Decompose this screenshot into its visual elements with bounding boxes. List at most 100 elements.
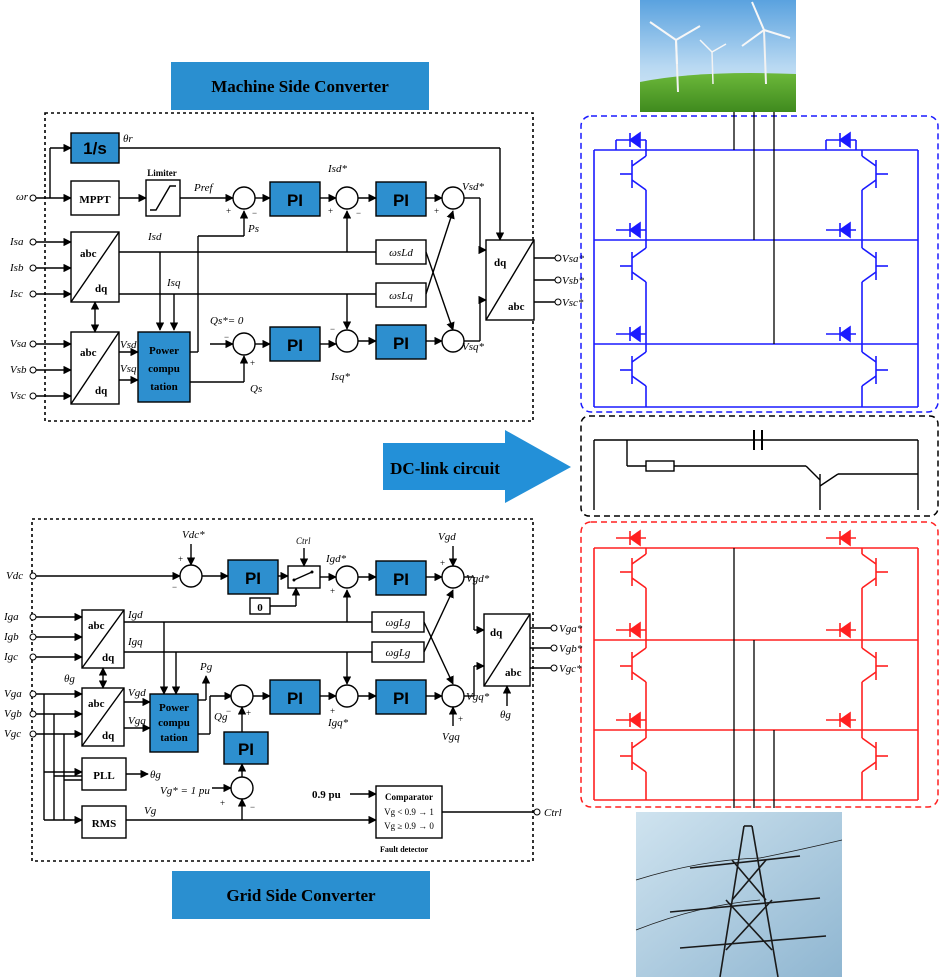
dc-link-title: DC-link circuit xyxy=(390,459,500,478)
v-sd-ref-label: Vsd* xyxy=(462,181,485,193)
svg-text:+: + xyxy=(434,206,439,216)
i-sq-ref-label: Isq* xyxy=(330,371,350,383)
v-gc-ref-label: Vgc* xyxy=(559,663,582,675)
theta-g-label-pll: θg xyxy=(150,769,161,781)
theta-g-label-in: θg xyxy=(64,673,75,685)
msc-pi-power: PI xyxy=(269,181,321,217)
v-g-ref-label: Vg* = 1 pu xyxy=(160,785,210,797)
svg-text:ωgLg: ωgLg xyxy=(386,647,411,659)
v-gb-label: Vgb xyxy=(4,708,22,720)
dq-abc-msc-block: dq abc xyxy=(485,239,535,321)
grid-side-bridge xyxy=(593,529,919,801)
gsc-pi-voltage: PI xyxy=(223,731,269,765)
i-gd-label: Igd xyxy=(127,609,143,621)
svg-text:dq: dq xyxy=(102,730,115,742)
msc-pi-reactive: PI xyxy=(269,326,321,362)
limiter-block xyxy=(145,179,181,217)
i-sd-ref-label: Isd* xyxy=(327,163,347,175)
cross-coupling-d: ωsLd xyxy=(375,239,427,265)
svg-text:MPPT: MPPT xyxy=(79,194,111,206)
i-sd-label: Isd xyxy=(147,231,162,243)
i-gq-label: Igq xyxy=(127,636,143,648)
machine-side-bridge xyxy=(593,131,919,408)
svg-text:abc: abc xyxy=(88,698,105,710)
svg-text:−: − xyxy=(330,324,335,334)
theta-g-label-out: θg xyxy=(500,709,511,721)
dc-link-arrow: DC-link circuit xyxy=(383,430,571,503)
abc-dq-voltage-block: abc dq xyxy=(70,331,120,405)
svg-text:−: − xyxy=(224,332,229,342)
svg-text:Vg < 0.9 → 1: Vg < 0.9 → 1 xyxy=(384,807,434,817)
svg-text:Power: Power xyxy=(159,702,189,714)
dc-link-circuit xyxy=(593,430,919,510)
svg-text:−: − xyxy=(226,706,231,716)
svg-text:ωsLd: ωsLd xyxy=(389,247,413,259)
p-g-label: Pg xyxy=(199,661,213,673)
svg-text:ωsLq: ωsLq xyxy=(389,290,413,302)
svg-text:dq: dq xyxy=(95,385,108,397)
gsc-abc-dq-current-block: abc dq xyxy=(81,609,125,669)
svg-text:compu: compu xyxy=(158,717,190,729)
abc-dq-current-block: abc dq xyxy=(70,231,120,303)
v-gq-ref-label: Vgq* xyxy=(466,691,490,703)
v-gd-top-label: Vgd xyxy=(438,531,456,543)
svg-text:abc: abc xyxy=(508,301,525,313)
i-sa-label: Isa xyxy=(9,236,24,248)
i-sb-label: Isb xyxy=(9,262,24,274)
svg-text:+: + xyxy=(458,714,463,724)
svg-text:RMS: RMS xyxy=(92,818,116,830)
q-s-label: Qs xyxy=(250,383,262,395)
theta-r-label: θr xyxy=(123,133,133,145)
v-g-label: Vg xyxy=(144,805,157,817)
svg-text:+: + xyxy=(246,708,251,718)
v-sq-label: Vsq xyxy=(120,363,137,375)
fault-detector-label: Fault detector xyxy=(380,845,429,854)
q-g-label: Qg xyxy=(214,711,228,723)
svg-text:Power: Power xyxy=(149,345,179,357)
svg-text:dq: dq xyxy=(102,652,115,664)
svg-text:PI: PI xyxy=(245,569,261,588)
gsc-abc-dq-voltage-block: abc dq xyxy=(81,687,125,747)
svg-text:+: + xyxy=(226,206,231,216)
sum-junction xyxy=(232,186,256,210)
v-sq-ref-label: Vsq* xyxy=(462,341,485,353)
machine-side-title: Machine Side Converter xyxy=(211,77,389,96)
v-gd-label: Vgd xyxy=(128,687,146,699)
svg-text:PI: PI xyxy=(393,570,409,589)
cross-coupling-q: ωsLq xyxy=(375,282,427,308)
p-s-label: Ps xyxy=(247,223,259,235)
svg-text:PI: PI xyxy=(287,689,303,708)
omega-r-label: ωr xyxy=(16,191,29,203)
rms-block: RMS xyxy=(81,805,127,839)
svg-text:+: + xyxy=(330,706,335,716)
svg-text:+: + xyxy=(178,554,183,564)
i-gc-label: Igc xyxy=(3,651,18,663)
svg-text:+: + xyxy=(250,358,255,368)
svg-text:1/s: 1/s xyxy=(83,139,107,158)
v-gq-bottom-label: Vgq xyxy=(442,731,460,743)
svg-text:−: − xyxy=(172,582,177,592)
gsc-pi-current-q: PI xyxy=(375,679,427,715)
v-sc-label: Vsc xyxy=(10,390,26,402)
svg-text:+: + xyxy=(328,206,333,216)
v-gc-label: Vgc xyxy=(4,728,21,740)
dc-link-frame xyxy=(580,415,939,517)
i-sc-label: Isc xyxy=(9,288,23,300)
svg-text:compu: compu xyxy=(148,363,180,375)
svg-text:−: − xyxy=(356,208,361,218)
svg-text:PI: PI xyxy=(287,336,303,355)
v-sb-ref-label: Vsb* xyxy=(562,275,585,287)
gsc-pi-reactive: PI xyxy=(269,679,321,715)
svg-text:+: + xyxy=(440,558,445,568)
integrator-block: 1/s xyxy=(70,132,120,164)
mppt-block: MPPT xyxy=(70,180,120,216)
comparator-block: Comparator Vg < 0.9 → 1 Vg ≥ 0.9 → 0 xyxy=(375,785,443,839)
i-ga-label: Iga xyxy=(3,611,19,623)
v-gb-ref-label: Vgb* xyxy=(559,643,583,655)
i-gq-ref-label: Igq* xyxy=(327,717,349,729)
machine-side-bridge-frame xyxy=(580,115,939,413)
grid-side-frame xyxy=(31,518,534,862)
gsc-dq-abc-block: dq abc xyxy=(483,613,531,687)
svg-text:abc: abc xyxy=(505,667,522,679)
